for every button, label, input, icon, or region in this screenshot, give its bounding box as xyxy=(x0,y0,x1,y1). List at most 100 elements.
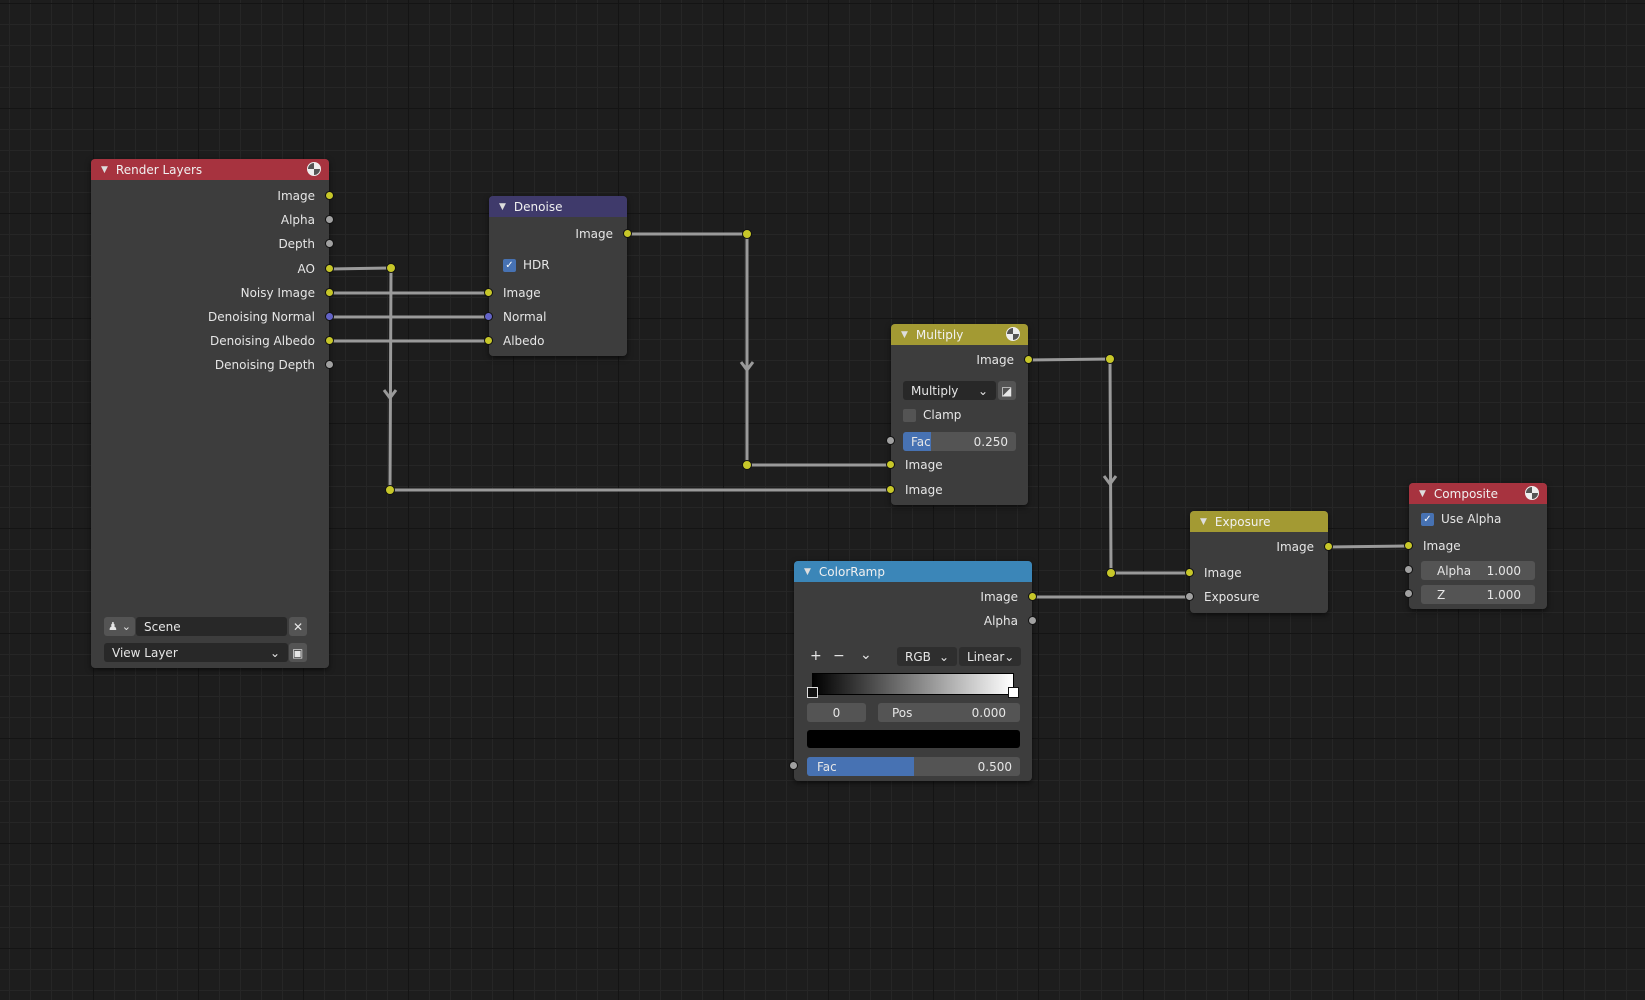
socket[interactable] xyxy=(1028,592,1037,601)
input-image-1: Image xyxy=(886,455,1028,475)
chevron-down-icon: ⌄ xyxy=(938,649,949,664)
use-alpha-checkbox[interactable]: ✓Use Alpha xyxy=(1409,509,1547,529)
input-image: Image xyxy=(1185,563,1328,583)
input-fac xyxy=(886,431,1028,451)
interpolation-dropdown[interactable]: Linear⌄ xyxy=(959,647,1021,666)
output-image: Image xyxy=(891,350,1033,370)
chevron-down-icon: ⌄ xyxy=(977,383,988,398)
collapse-icon[interactable]: ▼ xyxy=(1419,488,1426,499)
checkbox-unchecked-icon[interactable] xyxy=(903,408,916,422)
multiply-header[interactable]: ▼Multiply xyxy=(891,324,1028,345)
exposure-node[interactable]: ▼Exposure Image Image Exposure xyxy=(1185,511,1333,613)
chevron-down-icon: ⌄ xyxy=(121,620,131,633)
socket[interactable] xyxy=(325,336,334,345)
socket[interactable] xyxy=(325,312,334,321)
collapse-icon[interactable]: ▼ xyxy=(499,201,506,212)
composite-header[interactable]: ▼Composite xyxy=(1409,483,1547,504)
add-stop-button[interactable]: + xyxy=(810,648,822,664)
scene-field[interactable]: Scene xyxy=(136,617,287,636)
checkbox-checked-icon[interactable]: ✓ xyxy=(503,258,516,272)
socket[interactable] xyxy=(1324,542,1333,551)
color-ramp-gradient[interactable] xyxy=(812,673,1014,695)
socket[interactable] xyxy=(886,485,895,494)
view-layer-dropdown[interactable]: View Layer⌄ xyxy=(104,643,288,662)
socket[interactable] xyxy=(886,436,895,445)
output-noisy-image: Noisy Image xyxy=(91,283,334,303)
socket[interactable] xyxy=(325,215,334,224)
remove-stop-button[interactable]: − xyxy=(833,648,845,664)
output-alpha: Alpha xyxy=(91,210,334,230)
socket[interactable] xyxy=(325,360,334,369)
scene-icon: ♟ xyxy=(108,620,118,633)
ramp-menu-button[interactable]: ⌄ xyxy=(860,647,872,663)
link-reroute-multiply-image2 xyxy=(388,267,891,492)
hdr-checkbox[interactable]: ✓HDR xyxy=(489,255,627,275)
socket[interactable] xyxy=(789,761,798,770)
denoise-header[interactable]: ▼Denoise xyxy=(489,196,627,217)
output-image: Image xyxy=(794,587,1037,607)
input-albedo: Albedo xyxy=(484,331,627,351)
link-denoise-reroute xyxy=(627,232,891,467)
render-layers-header[interactable]: ▼ Render Layers xyxy=(91,159,329,180)
socket[interactable] xyxy=(325,239,334,248)
color-stop-black[interactable] xyxy=(807,687,818,698)
output-image: Image xyxy=(1190,537,1333,557)
clamp-checkbox[interactable]: Clamp xyxy=(891,405,1028,425)
scene-browse-button[interactable]: ♟⌄ xyxy=(104,617,135,636)
color-mode-dropdown[interactable]: RGB⌄ xyxy=(897,647,957,666)
socket[interactable] xyxy=(1404,565,1413,574)
render-layers-node[interactable]: ▼Render Layers Image Alpha Depth AO Nois… xyxy=(91,159,334,668)
chevron-down-icon: ⌄ xyxy=(269,645,280,660)
socket[interactable] xyxy=(484,288,493,297)
socket[interactable] xyxy=(325,191,334,200)
socket[interactable] xyxy=(484,336,493,345)
node-title: Render Layers xyxy=(115,162,203,177)
render-layer-button[interactable]: ▣ xyxy=(289,643,307,662)
socket[interactable] xyxy=(1185,568,1194,577)
exposure-header[interactable]: ▼Exposure xyxy=(1190,511,1328,532)
output-denoising-depth: Denoising Depth xyxy=(91,355,334,375)
denoise-node[interactable]: ▼Denoise Image ✓HDR Image Normal Albedo xyxy=(484,196,632,356)
input-normal: Normal xyxy=(484,307,627,327)
socket[interactable] xyxy=(623,229,632,238)
collapse-icon[interactable]: ▼ xyxy=(804,566,811,577)
blend-mode-dropdown[interactable]: Multiply⌄ xyxy=(903,381,996,400)
socket[interactable] xyxy=(1185,592,1194,601)
collapse-icon[interactable]: ▼ xyxy=(1200,516,1207,527)
colorramp-node[interactable]: ▼ColorRamp Image Alpha + − ⌄ RGB⌄ Linear… xyxy=(789,561,1037,781)
clear-scene-button[interactable]: ✕ xyxy=(289,617,307,636)
reroute-node xyxy=(742,460,752,470)
render-result-icon: ▣ xyxy=(292,645,304,660)
socket[interactable] xyxy=(1024,355,1033,364)
socket[interactable] xyxy=(1404,541,1413,550)
socket[interactable] xyxy=(484,312,493,321)
socket[interactable] xyxy=(1404,589,1413,598)
collapse-icon[interactable]: ▼ xyxy=(101,164,108,175)
socket[interactable] xyxy=(325,288,334,297)
input-exposure: Exposure xyxy=(1185,587,1328,607)
collapse-icon[interactable]: ▼ xyxy=(901,329,908,340)
preview-icon[interactable] xyxy=(1006,327,1020,341)
render-icon[interactable] xyxy=(1525,486,1539,500)
socket[interactable] xyxy=(325,264,334,273)
image-alpha-icon: ◪ xyxy=(1001,383,1013,398)
socket[interactable] xyxy=(1028,616,1037,625)
input-fac xyxy=(789,756,1032,776)
input-image: Image xyxy=(1404,536,1547,556)
active-stop-index[interactable]: 0 xyxy=(807,703,866,722)
color-stop-white[interactable] xyxy=(1008,687,1019,698)
colorramp-header[interactable]: ▼ColorRamp xyxy=(794,561,1032,582)
stop-color-swatch[interactable] xyxy=(807,730,1020,748)
checkbox-checked-icon[interactable]: ✓ xyxy=(1421,512,1434,526)
use-alpha-toggle[interactable]: ◪ xyxy=(998,381,1016,400)
reroute-node xyxy=(385,485,395,495)
socket[interactable] xyxy=(886,460,895,469)
render-icon[interactable] xyxy=(307,162,321,176)
